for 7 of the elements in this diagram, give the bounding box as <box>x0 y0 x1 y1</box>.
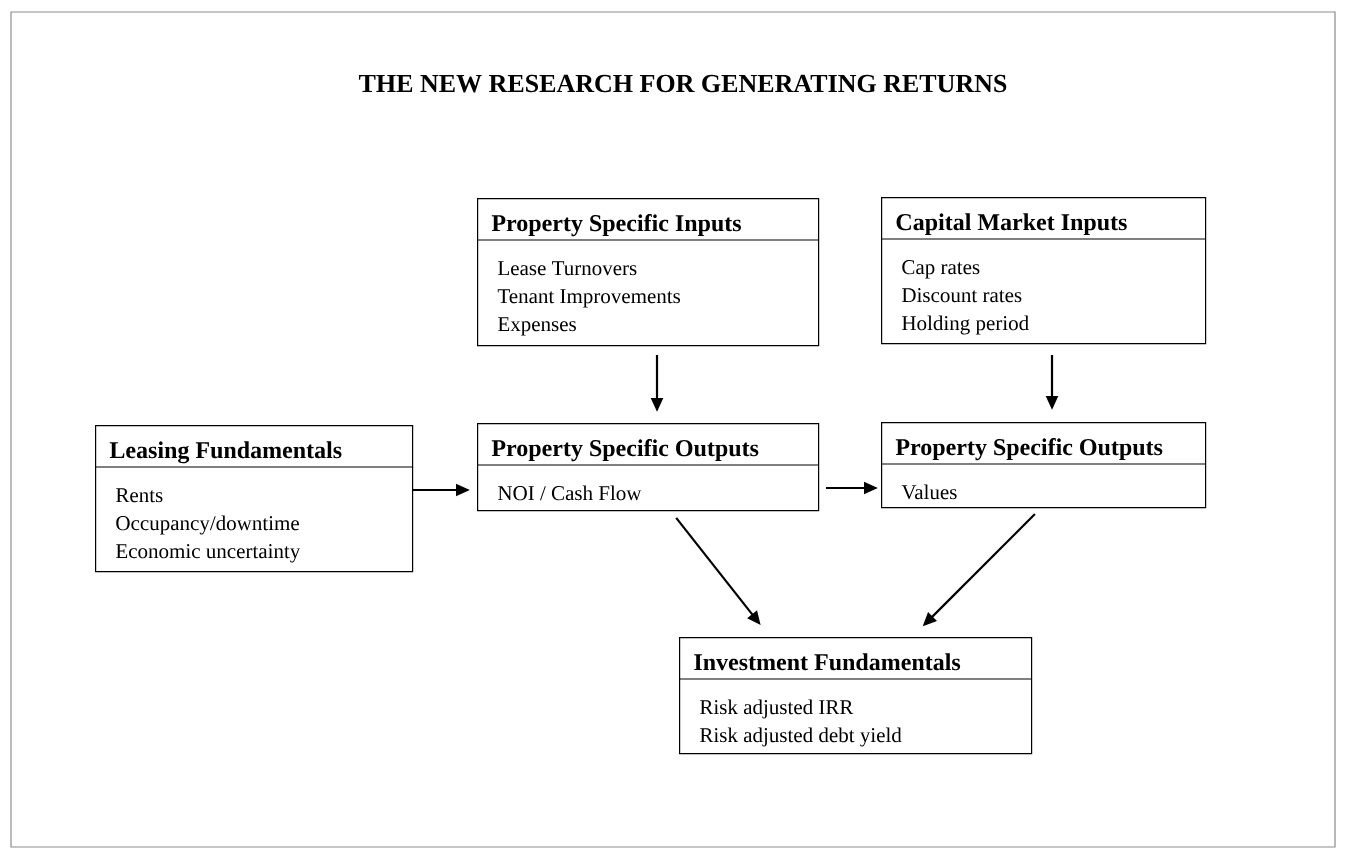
process-box: Property Specific Outputs NOI / Cash Flow <box>476 423 820 512</box>
process-box: Property Specific Inputs Lease Turnovers Tenant Improvements Expenses <box>476 198 820 347</box>
process-box: Leasing Fundamentals Rents Occupancy/downtime Economic uncertainty <box>94 425 414 573</box>
title: THE NEW RESEARCH FOR GENERATING RETURNS <box>358 74 1007 93</box>
process-box: Property Specific Outputs Values <box>880 422 1207 509</box>
process-box: Investment Fundamentals Risk adjusted IRR Risk adjusted debt yield <box>678 637 1033 755</box>
process-box: Capital Market Inputs Cap rates Discount rates Holding period <box>880 197 1207 345</box>
